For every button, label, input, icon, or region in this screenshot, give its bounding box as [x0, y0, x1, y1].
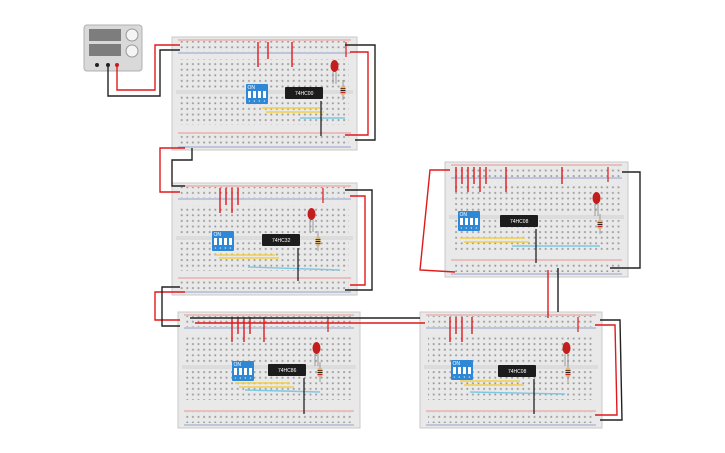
dip-toggle[interactable]: [229, 238, 232, 245]
dip-number: 2: [254, 99, 256, 103]
ic-chip[interactable]: 74HC08: [500, 215, 538, 227]
dip-toggle[interactable]: [234, 368, 237, 375]
led[interactable]: [562, 342, 571, 366]
dip-number: 1: [215, 246, 217, 250]
dip-number: 2: [220, 246, 222, 250]
ic-chip[interactable]: 74HC00: [285, 87, 323, 99]
resistor[interactable]: [340, 80, 346, 100]
ic-chip[interactable]: 74HC08: [498, 365, 536, 377]
dip-number: 3: [259, 99, 261, 103]
dip-toggle[interactable]: [453, 367, 456, 374]
resistor[interactable]: [565, 362, 571, 382]
dip-number: 2: [466, 226, 468, 230]
cyan-wire: [247, 266, 341, 271]
chip-label: 74HC08: [508, 369, 527, 375]
power-supply[interactable]: [83, 24, 143, 72]
chip-label: 74HC32: [272, 238, 291, 244]
inter-board-wires: [107, 44, 641, 421]
dip-number: 3: [245, 376, 247, 380]
dip-number: 1: [235, 376, 237, 380]
resistor[interactable]: [315, 231, 321, 251]
led[interactable]: [312, 342, 321, 366]
resistor[interactable]: [317, 362, 323, 382]
chip-label: 74HC86: [278, 368, 297, 374]
dip-toggle[interactable]: [239, 368, 242, 375]
dip-toggle[interactable]: [224, 238, 227, 245]
dip-toggle[interactable]: [463, 367, 466, 374]
dip-toggle[interactable]: [253, 91, 256, 98]
dip-on-label: ON: [453, 361, 461, 367]
dip-on-label: ON: [248, 85, 256, 91]
dip-on-label: ON: [234, 362, 242, 368]
dip-on-label: ON: [214, 232, 222, 238]
dip-number: 3: [471, 226, 473, 230]
dip-number: 4: [476, 226, 478, 230]
dip-toggle[interactable]: [460, 218, 463, 225]
dip-number: 1: [454, 375, 456, 379]
dip-toggle[interactable]: [458, 367, 461, 374]
dip-number: 4: [250, 376, 252, 380]
led[interactable]: [592, 192, 601, 216]
dip-toggle[interactable]: [244, 368, 247, 375]
dip-number: 2: [240, 376, 242, 380]
dip-toggle[interactable]: [214, 238, 217, 245]
dip-toggle[interactable]: [263, 91, 266, 98]
dip-number: 4: [264, 99, 266, 103]
dip-number: 4: [469, 375, 471, 379]
dip-number: 3: [225, 246, 227, 250]
led[interactable]: [330, 60, 339, 84]
dip-toggle[interactable]: [249, 368, 252, 375]
dip-number: 1: [249, 99, 251, 103]
dip-toggle[interactable]: [248, 91, 251, 98]
dip-number: 2: [459, 375, 461, 379]
chip-label: 74HC00: [295, 91, 314, 97]
led[interactable]: [307, 208, 316, 232]
cyan-wire: [469, 391, 566, 395]
dip-number: 1: [461, 226, 463, 230]
dip-toggle[interactable]: [219, 238, 222, 245]
dip-toggle[interactable]: [475, 218, 478, 225]
chip-label: 74HC08: [510, 219, 529, 225]
dip-toggle[interactable]: [258, 91, 261, 98]
ic-chip[interactable]: 74HC86: [268, 364, 306, 376]
cyan-wire: [244, 389, 321, 393]
dip-toggle[interactable]: [470, 218, 473, 225]
ic-chip[interactable]: 74HC32: [262, 234, 300, 246]
dip-on-label: ON: [460, 212, 468, 218]
dip-toggle[interactable]: [468, 367, 471, 374]
dip-number: 3: [464, 375, 466, 379]
resistor[interactable]: [597, 214, 603, 234]
dip-toggle[interactable]: [465, 218, 468, 225]
dip-number: 4: [230, 246, 232, 250]
